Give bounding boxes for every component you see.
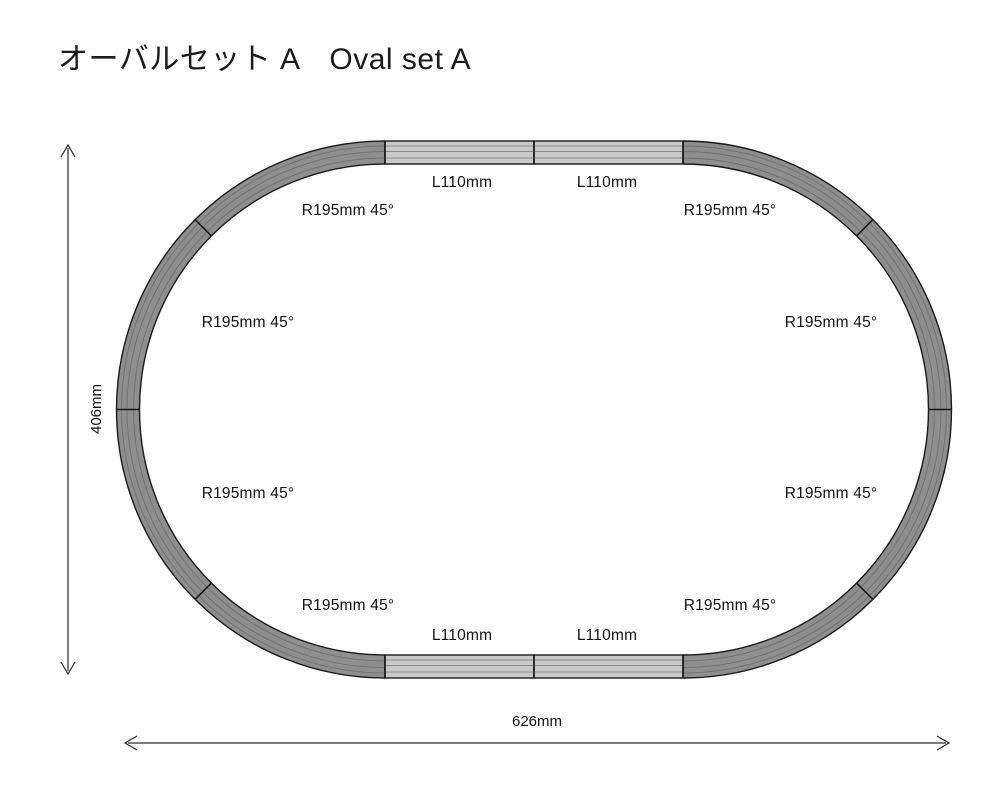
page-title: オーバルセット A Oval set A — [58, 43, 472, 76]
curve-label-top-left-inner: R195mm 45° — [201, 314, 295, 331]
track-junction-lines — [384, 141, 684, 678]
straight-label-bottom-left: L110mm — [431, 627, 493, 644]
curve-joints-right — [856, 219, 952, 600]
straight-track-top-right — [533, 140, 684, 165]
curve-label-bottom-right-inner: R195mm 45° — [784, 485, 878, 502]
curve-label-bottom-left-inner: R195mm 45° — [201, 485, 295, 502]
dimension-horizontal — [123, 735, 951, 751]
straight-track-bottom-right — [533, 654, 684, 679]
straight-label-bottom-right: L110mm — [576, 627, 638, 644]
straight-track-top-left — [384, 140, 535, 165]
straight-track-bottom-left — [384, 654, 535, 679]
curve-label-bottom-right-outer: R195mm 45° — [683, 597, 777, 614]
curve-label-top-right-inner: R195mm 45° — [784, 314, 878, 331]
straight-label-top-left: L110mm — [431, 174, 493, 191]
curve-band-left — [115, 140, 385, 679]
curve-label-bottom-left-outer: R195mm 45° — [301, 597, 395, 614]
straight-group-top — [384, 140, 684, 165]
curve-label-top-left-outer: R195mm 45° — [301, 202, 395, 219]
curve-joints-left — [116, 219, 212, 600]
curve-label-top-right-outer: R195mm 45° — [683, 202, 777, 219]
dimension-label-height: 406mm — [88, 383, 105, 435]
curve-band-right — [683, 140, 953, 679]
straight-group-bottom — [384, 654, 684, 679]
dimension-vertical — [60, 143, 76, 676]
dimension-label-width: 626mm — [511, 713, 563, 730]
straight-label-top-right: L110mm — [576, 174, 638, 191]
